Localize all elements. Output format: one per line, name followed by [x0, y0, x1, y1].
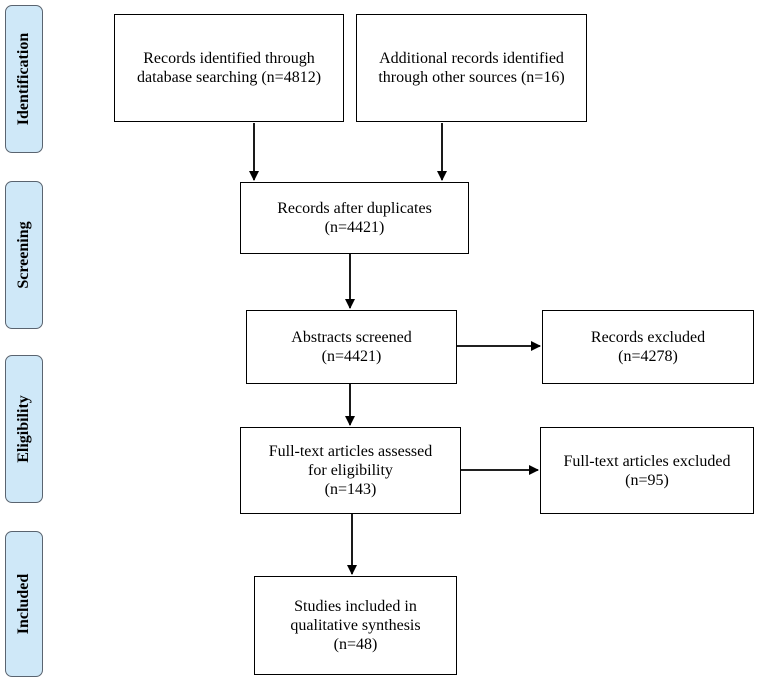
box-fulltext-assessed-text: Full-text articles assessed for eligibil… [268, 443, 433, 498]
box-abstracts-screened: Abstracts screened (n=4421) [246, 310, 457, 384]
box-other-records: Additional records identified through ot… [356, 14, 587, 122]
box-studies-included: Studies included in qualitative synthesi… [254, 576, 457, 675]
box-other-records-text: Additional records identified through ot… [378, 50, 565, 86]
phase-identification: Identification [5, 5, 43, 153]
box-records-excluded: Records excluded (n=4278) [542, 310, 754, 384]
phase-eligibility: Eligibility [5, 355, 43, 503]
box-fulltext-excluded-text: Full-text articles excluded (n=95) [563, 452, 731, 489]
box-database-records-text: Records identified through database sear… [136, 50, 322, 86]
box-after-duplicates: Records after duplicates (n=4421) [240, 182, 469, 254]
box-records-excluded-text: Records excluded (n=4278) [590, 329, 706, 365]
phase-included: Included [5, 531, 43, 677]
box-database-records: Records identified through database sear… [114, 14, 344, 122]
box-fulltext-assessed: Full-text articles assessed for eligibil… [240, 427, 461, 514]
box-after-duplicates-text: Records after duplicates (n=4421) [277, 200, 432, 236]
box-abstracts-screened-text: Abstracts screened (n=4421) [291, 329, 412, 365]
phase-screening: Screening [5, 181, 43, 329]
box-studies-included-text: Studies included in qualitative synthesi… [290, 598, 421, 653]
box-fulltext-excluded: Full-text articles excluded (n=95) [540, 427, 754, 514]
